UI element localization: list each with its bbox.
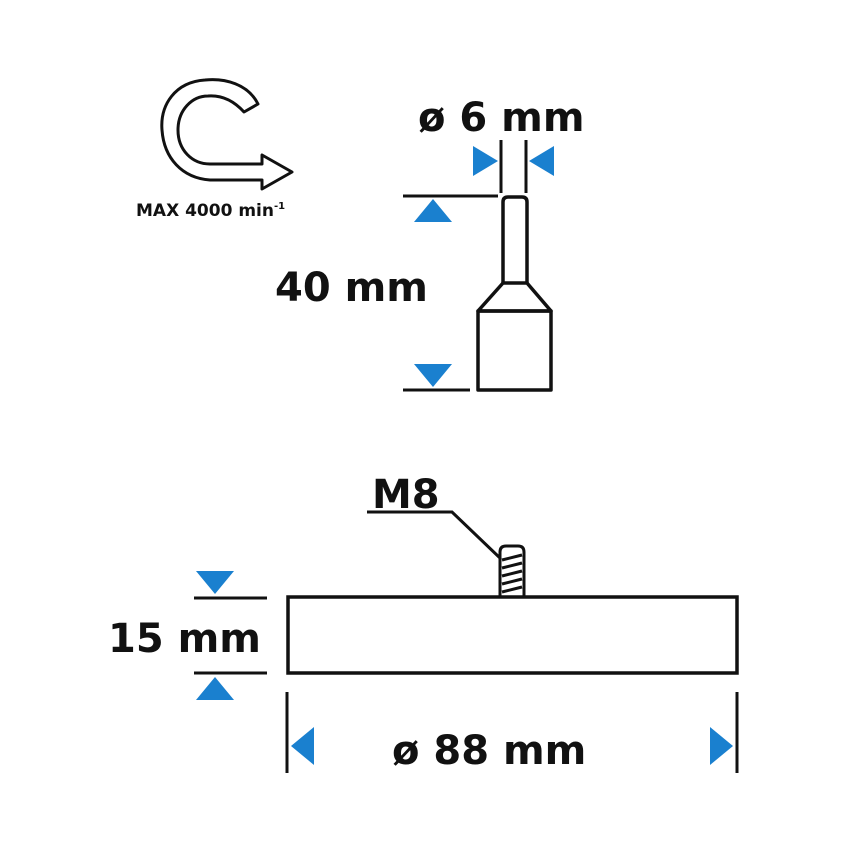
magnetic-pad-body <box>286 595 739 675</box>
arrow-left-icon <box>291 727 314 765</box>
shank-length-extension-lines <box>403 194 498 392</box>
arrow-down-icon <box>414 364 452 387</box>
thread-leader-line <box>367 510 502 560</box>
pad-diameter-extension-lines <box>285 692 739 773</box>
clockwise-rotation-arrow-icon <box>160 78 294 191</box>
arrow-up-icon <box>196 677 234 700</box>
shank-diameter-extension-lines <box>499 140 528 193</box>
max-rpm-label: MAX 4000 min-1 <box>136 201 285 221</box>
shank-length-label: 40 mm <box>275 265 428 311</box>
pad-height-label: 15 mm <box>108 616 261 662</box>
shank-diameter-label: ø 6 mm <box>418 95 585 141</box>
threaded-stud <box>498 544 526 597</box>
arrow-right-icon <box>473 146 498 176</box>
arrow-up-icon <box>414 199 452 222</box>
arrow-right-icon <box>710 727 733 765</box>
pad-diameter-label: ø 88 mm <box>392 728 586 774</box>
arrow-down-icon <box>196 571 234 594</box>
thread-label: M8 <box>372 472 440 518</box>
shank-drawing <box>476 195 553 392</box>
pad-height-extension-lines <box>194 596 267 675</box>
arrow-left-icon <box>529 146 554 176</box>
